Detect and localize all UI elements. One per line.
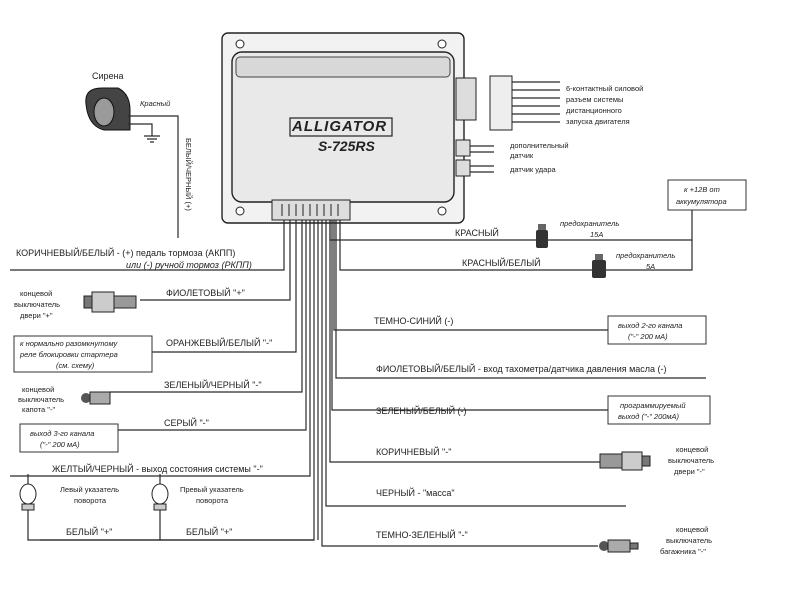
sensor-shock-label: датчик удара [510,165,556,174]
ch2-output-note: выход 2-го канала("-" 200 мА) [618,321,682,341]
unit-logo: ALLIGATOR [291,118,387,135]
wire-violet-white-label: ФИОЛЕТОВЫЙ/БЕЛЫЙ - вход тахометра/датчик… [376,363,667,374]
wire-red-label: КРАСНЫЙ [455,227,499,238]
fuse-5a-icon [592,254,606,278]
turn-signal-wires [27,474,314,541]
wire-green-black-label: ЗЕЛЕНЫЙ/ЧЕРНЫЙ "-" [164,379,262,390]
turn-right-lamp-icon [151,483,169,511]
wire-dark-green-label: ТЕМНО-ЗЕЛЕНЫЙ "-" [376,529,468,540]
wire-gray-label: СЕРЫЙ "-" [164,417,209,428]
door-switch-right-icon [599,451,651,471]
wire-brown-label: КОРИЧНЕВЫЙ "-" [376,446,451,457]
wire-violet-label: ФИОЛЕТОВЫЙ "+" [166,287,245,298]
siren-wire-label: Красный [140,99,171,108]
wire-orange-white-label: ОРАНЖЕВЫЙ/БЕЛЫЙ "-" [166,337,272,348]
starter-relay-box [13,335,153,373]
white-black-wire-label: БЕЛЫЙ/ЧЕРНЫЙ (+) [184,138,193,211]
harness-right-wires [321,220,706,547]
fuse-15a-icon [536,224,548,248]
power-connector [489,75,560,131]
wire-white-right-label: БЕЛЫЙ "+" [186,526,232,537]
siren-icon [85,87,131,131]
ch2-output-box [607,315,707,345]
ch3-output-box [19,423,119,453]
wire-green-white-label: ЗЕЛЕНЫЙ/БЕЛЫЙ (-) [376,405,467,416]
trunk-switch-icon [599,539,639,553]
wire-dark-blue-label: ТЕМНО-СИНИЙ (-) [374,315,453,326]
connector-note: 6-контактный силовой разъем системы дист… [566,84,645,126]
hood-switch-icon [81,391,111,405]
battery-box [667,179,747,211]
wire-white-left-label: БЕЛЫЙ "+" [66,526,112,537]
door-switch-left-icon [83,291,137,313]
siren-wires [128,115,179,238]
wire-red-white-label: КРАСНЫЙ/БЕЛЫЙ [462,257,541,268]
wire-brown-white-label-1: КОРИЧНЕВЫЙ/БЕЛЫЙ - (+) педаль тормоза (А… [16,247,235,258]
wire-black-label: ЧЕРНЫЙ - "масса" [376,487,455,498]
siren-title: Сирена [92,71,124,81]
alarm-unit [221,32,477,224]
prog-output-box [607,395,711,425]
wire-brown-white-label-2: или (-) ручной тормоз (РКПП) [126,260,252,270]
logo-frame [289,117,393,137]
unit-model: S-725RS [318,138,375,154]
turn-left-lamp-icon [19,483,37,511]
wire-yellow-black-label: ЖЕЛТЫЙ/ЧЕРНЫЙ - выход состояния системы … [52,463,263,474]
sensor-wires [470,145,494,173]
ch3-output-note: выход 3-го канала("-" 200 мА) [30,429,94,449]
